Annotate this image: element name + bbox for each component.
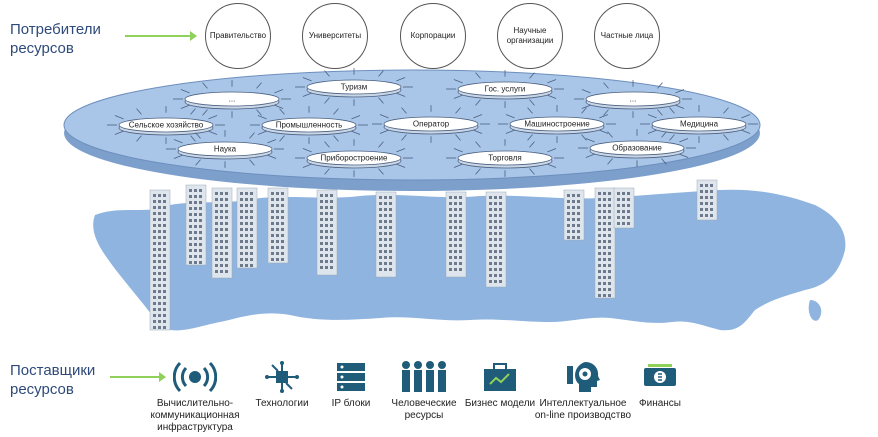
sector-label: Туризм (340, 82, 368, 92)
sector-disc (383, 116, 479, 132)
consumer-universities: Университеты (302, 3, 368, 69)
sector-shapes (107, 68, 758, 177)
sector-label: ... (629, 94, 637, 104)
money-icon (644, 364, 676, 386)
broadcast-icon (173, 361, 217, 393)
sector-disc (177, 141, 273, 157)
sector-label: Машиностроение (524, 119, 590, 129)
supplier-label: Человеческие ресурсы (391, 398, 457, 421)
resource-columns (149, 179, 718, 331)
sector-disc (457, 81, 553, 97)
consumer-scientific-orgs: Научные организации (497, 3, 563, 69)
supplier-label: Вычислительно-коммуникационная инфрастру… (150, 398, 240, 433)
head-gear-icon (567, 362, 600, 392)
supplier-human-resources: Человеческие ресурсы (374, 360, 474, 422)
supplier-label: Технологии (255, 398, 309, 409)
supplier-business-models: Бизнес модели (450, 360, 550, 410)
consumer-government: Правительство (205, 3, 271, 69)
people-icon (402, 361, 446, 392)
supplier-technologies: Технологии (232, 360, 332, 410)
supplier-finance: Финансы (610, 360, 710, 410)
consumer-corporations: Корпорации (400, 3, 466, 69)
sector-label: ... (228, 94, 236, 104)
supplier-label: Интеллектуальное on-line производство (534, 398, 632, 421)
sector-label: Наука (213, 144, 237, 154)
sector-disc (651, 116, 747, 132)
sector-disc (118, 117, 214, 133)
supplier-infrastructure: Вычислительно-коммуникационная инфрастру… (145, 360, 245, 434)
consumer-individuals: Частные лица (594, 3, 660, 69)
sector-disc (585, 91, 681, 107)
sector-disc (509, 116, 605, 132)
sector-disc (261, 117, 357, 133)
supplier-label: IP блоки (331, 398, 371, 409)
sector-label: Медицина (679, 119, 719, 129)
consumers-arrow (125, 31, 197, 41)
sector-label: Сельское хозяйство (128, 120, 204, 130)
sector-disc (589, 140, 685, 156)
sector-label: Образование (612, 143, 662, 153)
supplier-online-production: Интеллектуальное on-line производство (533, 360, 633, 422)
sector-label: Приборостроение (320, 153, 388, 163)
sector-disc (306, 150, 402, 166)
sector-disc (306, 79, 402, 95)
suppliers-arrow (110, 372, 166, 382)
supplier-label: Финансы (639, 398, 681, 409)
circuit-icon (265, 361, 299, 393)
briefcase-icon (484, 363, 516, 391)
sector-label: Гос. услуги (484, 84, 526, 94)
sector-disc (457, 150, 553, 166)
sector-label: Торговля (488, 153, 522, 163)
server-icon (337, 363, 365, 391)
sector-label: Промышленность (275, 120, 343, 130)
sector-disc (184, 91, 280, 107)
supplier-ip-blocks: IP блоки (301, 360, 401, 410)
supplier-label: Бизнес модели (464, 398, 536, 409)
sector-label: Оператор (412, 119, 450, 129)
